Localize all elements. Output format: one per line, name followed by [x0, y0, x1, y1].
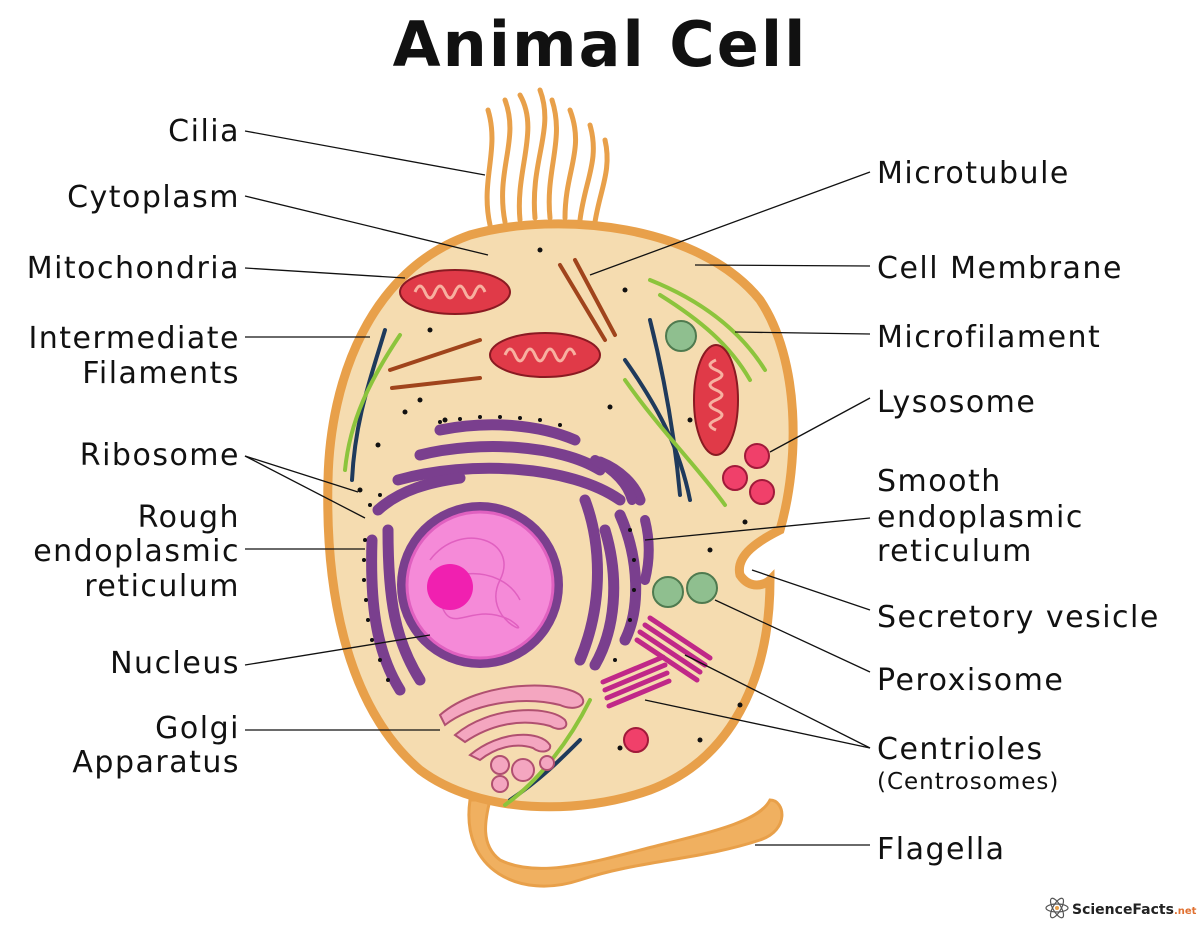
ribosomes — [362, 415, 636, 682]
label-intermediate-filaments-2: Filaments — [82, 356, 240, 391]
label-golgi-2: Apparatus — [72, 745, 240, 780]
label-secretory-vesicle: Secretory vesicle — [877, 600, 1160, 635]
atom-icon — [1045, 897, 1069, 919]
label-intermediate-filaments-1: Intermediate — [28, 321, 240, 356]
golgi-apparatus — [438, 684, 585, 793]
nucleus — [397, 502, 563, 668]
label-flagella: Flagella — [877, 832, 1006, 867]
leader-lines — [244, 130, 871, 846]
label-smooth-er-3: reticulum — [877, 534, 1033, 569]
label-peroxisome: Peroxisome — [877, 663, 1064, 698]
centrioles — [600, 615, 713, 709]
label-cell-membrane: Cell Membrane — [877, 251, 1123, 286]
cell-membrane — [323, 219, 798, 812]
logo-text: ScienceFacts.net — [1072, 902, 1197, 918]
peroxisomes — [652, 320, 718, 608]
flagella — [467, 798, 784, 888]
label-rough-er-2: endoplasmic — [33, 534, 240, 569]
microtubules — [388, 258, 617, 390]
smooth-endoplasmic-reticulum — [590, 455, 654, 585]
mitochondria — [399, 269, 739, 456]
label-rough-er-3: reticulum — [84, 569, 240, 604]
label-mitochondria: Mitochondria — [27, 251, 240, 286]
label-cytoplasm: Cytoplasm — [67, 180, 240, 215]
label-rough-er-1: Rough — [138, 500, 240, 535]
rough-endoplasmic-reticulum — [366, 419, 646, 696]
label-centrosomes: (Centrosomes) — [877, 769, 1059, 795]
label-microfilament: Microfilament — [877, 320, 1101, 355]
label-nucleus: Nucleus — [110, 646, 240, 681]
label-ribosome: Ribosome — [80, 438, 240, 473]
label-smooth-er-2: endoplasmic — [877, 500, 1084, 535]
lysosomes — [623, 443, 775, 753]
label-golgi-1: Golgi — [155, 711, 240, 746]
cytoplasm-granules — [357, 247, 748, 751]
label-centrioles: Centrioles — [877, 732, 1044, 767]
sciencefacts-logo: ScienceFacts.net — [1045, 897, 1197, 919]
label-lysosome: Lysosome — [877, 385, 1036, 420]
label-microtubule: Microtubule — [877, 156, 1070, 191]
label-cilia: Cilia — [168, 114, 240, 149]
cilia — [484, 87, 610, 228]
diagram-title: Animal Cell — [393, 8, 808, 81]
label-smooth-er-1: Smooth — [877, 464, 1002, 499]
